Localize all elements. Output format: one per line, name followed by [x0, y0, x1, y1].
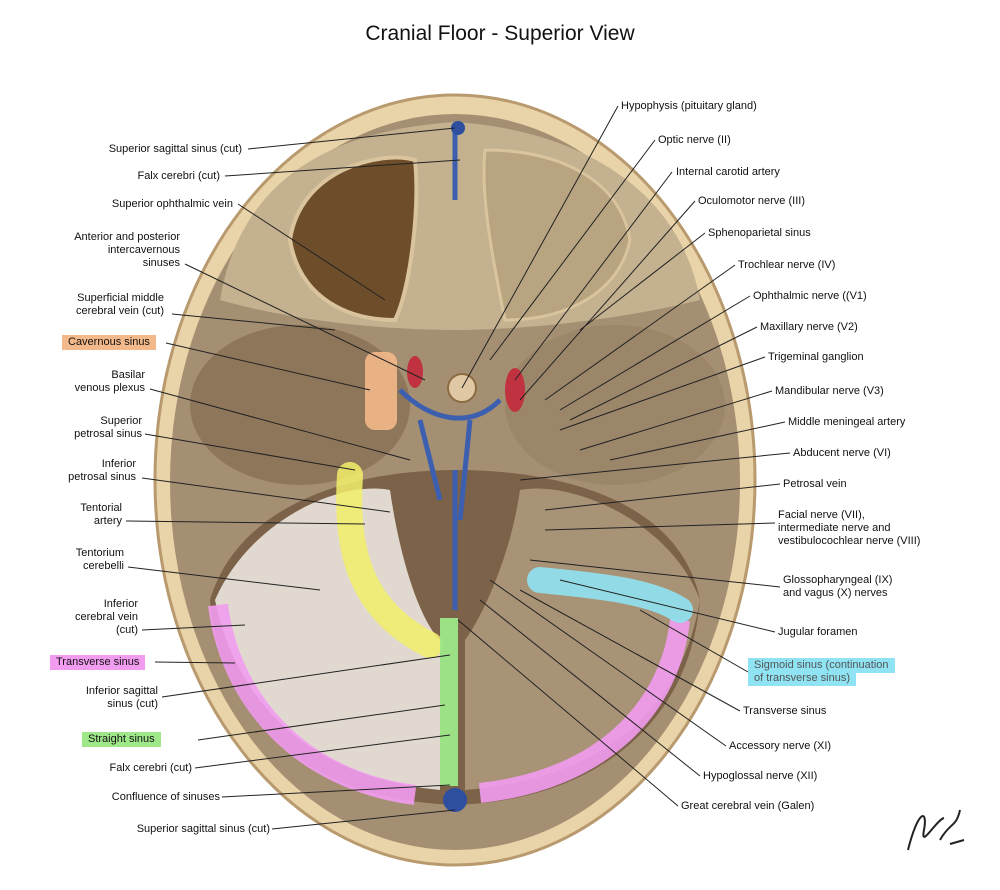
- right-middle-fossa: [505, 325, 725, 485]
- label-intercavernous-3: sinuses: [142, 257, 180, 269]
- label-facial-3: vestibulocochlear nerve (VIII): [778, 535, 921, 547]
- label-basilar-1: Basilar: [111, 369, 145, 381]
- label-superior-ophthalmic-vein: Superior ophthalmic vein: [111, 198, 233, 210]
- label-inferior-cerebral-3: (cut): [116, 624, 138, 636]
- label-cavernous-sinus: Cavernous sinus: [62, 335, 156, 350]
- right-orbit-opening: [482, 148, 632, 322]
- label-intercavernous-2: intercavernous: [107, 244, 180, 256]
- tentorium-left: [215, 488, 440, 790]
- label-great-cerebral-vein: Great cerebral vein (Galen): [681, 800, 815, 812]
- label-tentorium-2: cerebelli: [83, 560, 124, 572]
- confluence-shape: [443, 788, 467, 812]
- left-leader-lines: [125, 127, 461, 830]
- artist-signature: [907, 809, 965, 851]
- label-facial-1: Facial nerve (VII),: [778, 509, 865, 521]
- label-ophthalmic: Ophthalmic nerve ((V1): [753, 290, 867, 302]
- label-abducent: Abducent nerve (VI): [793, 447, 891, 459]
- label-mandibular: Mandibular nerve (V3): [775, 385, 884, 397]
- tentorial-artery-highlight: [336, 462, 443, 658]
- label-jugular-foramen: Jugular foramen: [778, 626, 858, 638]
- label-falx-cerebri-top: Falx cerebri (cut): [137, 170, 220, 182]
- left-orbit-opening: [287, 155, 419, 323]
- label-petrosal-vein: Petrosal vein: [783, 478, 847, 490]
- label-inferior-petrosal-1: Inferior: [101, 458, 136, 470]
- label-tentorial-1: Tentorial: [80, 502, 122, 514]
- label-tentorial-2: artery: [93, 515, 122, 527]
- label-internal-carotid: Internal carotid artery: [676, 166, 780, 178]
- label-glosso-2: and vagus (X) nerves: [783, 587, 888, 599]
- label-straight-sinus: Straight sinus: [82, 732, 161, 747]
- left-carotid-shape: [407, 356, 423, 388]
- label-trigeminal: Trigeminal ganglion: [768, 351, 864, 363]
- cavernous-sinus-highlight: [365, 352, 397, 430]
- label-basilar-2: venous plexus: [74, 382, 145, 394]
- label-inferior-petrosal-2: petrosal sinus: [68, 471, 136, 483]
- label-hypoglossal: Hypoglossal nerve (XII): [703, 770, 818, 782]
- label-sphenoparietal: Sphenoparietal sinus: [708, 227, 811, 239]
- label-confluence-of-sinuses: Confluence of sinuses: [111, 791, 220, 803]
- label-inferior-sagittal-1: Inferior sagittal: [85, 685, 158, 697]
- label-superior-petrosal-2: petrosal sinus: [74, 428, 142, 440]
- label-tentorium-1: Tentorium: [75, 547, 124, 559]
- label-intercavernous-1: Anterior and posterior: [74, 231, 180, 243]
- label-superior-petrosal-1: Superior: [100, 415, 142, 427]
- right-leader-lines: [457, 105, 791, 807]
- label-transverse-sinus-right: Transverse sinus: [743, 705, 827, 717]
- straight-sinus-highlight: [440, 618, 458, 786]
- label-maxillary: Maxillary nerve (V2): [760, 321, 858, 333]
- label-sigmoid-2: of transverse sinus): [748, 671, 856, 686]
- label-trochlear: Trochlear nerve (IV): [738, 259, 836, 271]
- label-superior-sagittal-sinus-bottom: Superior sagittal sinus (cut): [136, 823, 270, 835]
- label-glosso-1: Glossopharyngeal (IX): [783, 574, 893, 586]
- label-inferior-sagittal-2: sinus (cut): [107, 698, 158, 710]
- label-inferior-cerebral-1: Inferior: [103, 598, 138, 610]
- label-middle-meningeal: Middle meningeal artery: [788, 416, 906, 428]
- label-superior-sagittal-sinus-top: Superior sagittal sinus (cut): [108, 143, 242, 155]
- label-superficial-middle-2: cerebral vein (cut): [75, 305, 164, 317]
- label-falx-cerebri-bottom: Falx cerebri (cut): [109, 762, 192, 774]
- label-sigmoid-1: Sigmoid sinus (continuation: [748, 658, 895, 673]
- label-accessory: Accessory nerve (XI): [729, 740, 832, 752]
- sss-top-shape: [451, 121, 465, 135]
- right-carotid-shape: [505, 368, 525, 412]
- sigmoid-sinus-highlight: [527, 567, 693, 623]
- label-oculomotor: Oculomotor nerve (III): [698, 195, 805, 207]
- label-hypophysis: Hypophysis (pituitary gland): [621, 100, 757, 112]
- label-superficial-middle-1: Superficial middle: [77, 292, 164, 304]
- label-transverse-sinus-left: Transverse sinus: [50, 655, 146, 670]
- label-inferior-cerebral-2: cerebral vein: [75, 611, 138, 623]
- venous-plexus: [398, 130, 502, 610]
- transverse-sinus-left-highlight: [208, 603, 417, 805]
- transverse-sinus-right-highlight: [478, 618, 690, 803]
- figure-title: Cranial Floor - Superior View: [365, 22, 635, 45]
- label-optic-nerve: Optic nerve (II): [658, 134, 731, 146]
- label-facial-2: intermediate nerve and: [778, 522, 891, 534]
